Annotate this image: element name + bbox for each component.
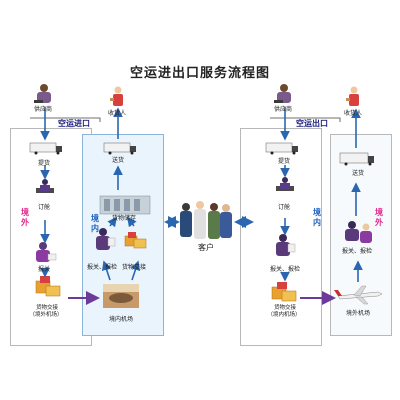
export-pickup-label: 提货 [278, 158, 291, 165]
export-delivery-truck-icon [339, 152, 374, 166]
import-consignee-figure [110, 86, 123, 106]
import-consignee-label: 收货人 [108, 110, 127, 117]
import-route-label: 空运进口 [58, 119, 90, 128]
export-inspection-person-icon [276, 234, 296, 256]
import-inspection-person-icon [96, 228, 116, 250]
import-booking-label: 订舱 [38, 204, 51, 211]
import-booking-desk-icon [36, 179, 54, 193]
import-cargo-handover-label: 货物交接 [35, 305, 58, 311]
import-delivery-truck-icon [103, 142, 136, 155]
export-cargo-handover-sub: （境内机场） [267, 312, 301, 318]
export-cargo-boxes-icon [271, 282, 297, 302]
import-zone-foreign: 境外 [21, 208, 29, 227]
import-customs-label: 报关 [38, 266, 51, 273]
export-foreign-inspection-label: 报关、报检 [342, 248, 373, 255]
domestic-airport-photo [103, 284, 139, 308]
export-zone-domestic: 境内 [313, 208, 321, 227]
import-supplier-label: 供应商 [34, 106, 53, 113]
export-consignee-figure [346, 86, 359, 106]
foreign-airport-label: 境外机场 [346, 310, 371, 317]
export-route-label: 空运出口 [296, 119, 328, 128]
import-route-arrow [30, 117, 101, 122]
import-customs-person-icon [36, 242, 57, 262]
import-storage-label: 货物储存 [112, 215, 137, 222]
import-pickup-label: 提货 [38, 160, 51, 167]
import-domestic-cargo-boxes-icon [124, 232, 147, 249]
export-delivery-label: 送货 [352, 170, 365, 177]
export-supplier-label: 供应商 [274, 106, 293, 113]
export-cargo-handover-label: 货物交接 [273, 305, 296, 311]
client-label: 客户 [198, 243, 214, 252]
import-supplier-figure [34, 84, 51, 103]
export-booking-label: 订舱 [278, 204, 291, 211]
export-route-arrow [270, 117, 341, 122]
import-cargo-handover-sub: （境外机场） [29, 312, 63, 318]
export-pickup-truck-icon [265, 142, 298, 155]
import-pickup-truck-icon [29, 142, 62, 155]
import-cargo-handover-in-label: 货物交接 [122, 264, 147, 271]
airplane-icon [334, 285, 383, 305]
import-cargo-boxes-icon [35, 276, 61, 297]
domestic-airport-label: 境内机场 [109, 316, 134, 323]
import-warehouse-icon [99, 195, 151, 215]
export-supplier-figure [274, 84, 291, 103]
export-foreign-inspection-icon [345, 221, 372, 243]
export-inspection-label: 报关、报检 [270, 266, 301, 273]
export-booking-desk-icon [276, 177, 294, 191]
client-group-figure [180, 201, 232, 239]
import-inspection-label: 报关、报检 [87, 264, 118, 271]
export-zone-foreign: 境外 [375, 208, 383, 227]
import-zone-domestic: 境内 [91, 214, 99, 233]
import-delivery-label: 送货 [112, 157, 125, 164]
page-title: 空运进出口服务流程图 [129, 66, 270, 81]
export-consignee-label: 收货人 [344, 110, 363, 117]
